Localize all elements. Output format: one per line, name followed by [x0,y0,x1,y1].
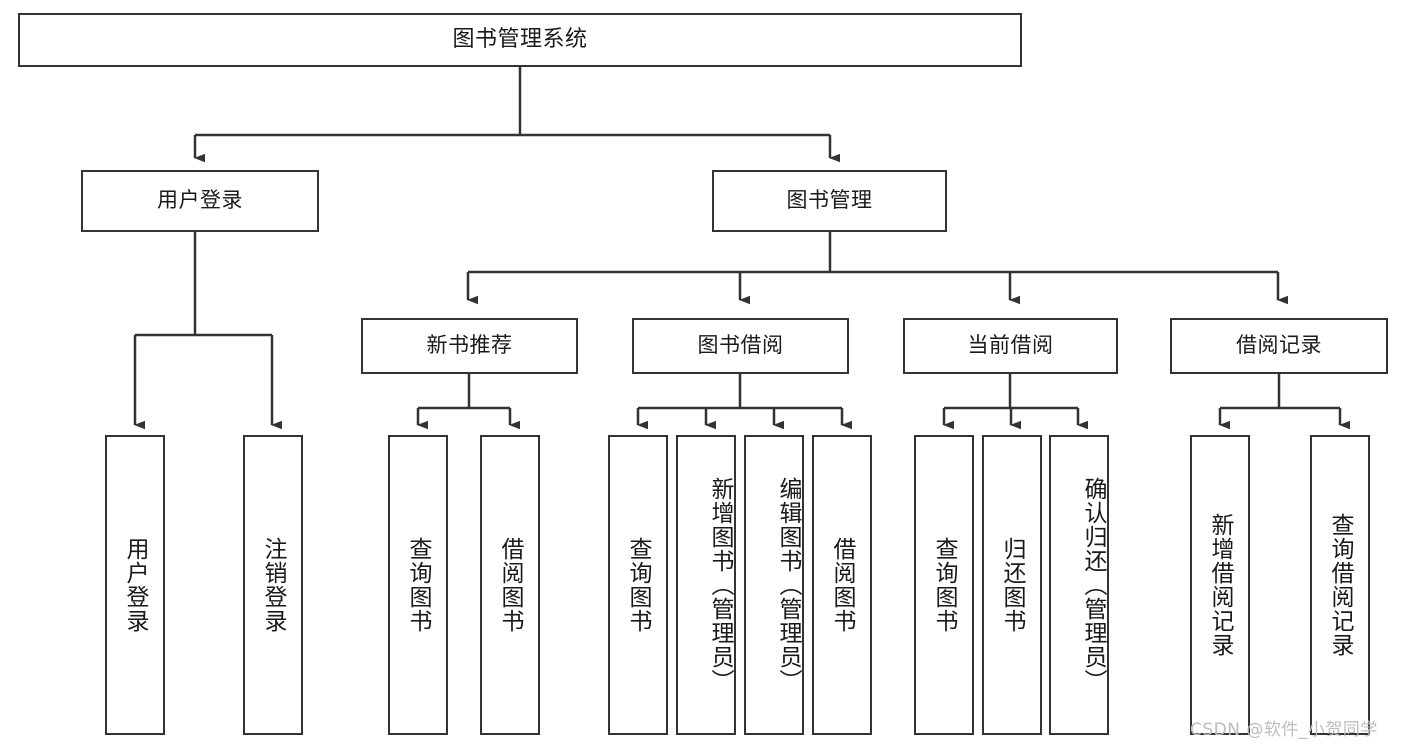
leaf-confirm-return-admin[interactable]: 确认归还（管理员） [1049,435,1109,735]
leaf-return-book[interactable]: 归还图书 [982,435,1042,735]
leaf-borrow-book[interactable]: 借阅图书 [812,435,872,735]
node-label: 用户登录 [122,537,149,633]
node-label: 查询图书 [625,537,652,633]
node-book-management[interactable]: 图书管理 [712,170,947,232]
node-label: 用户登录 [157,188,243,213]
node-current-borrow[interactable]: 当前借阅 [903,318,1118,374]
node-label: 借阅图书 [497,537,524,633]
node-label: 新增图书（管理员） [707,477,733,693]
node-borrow-record[interactable]: 借阅记录 [1170,318,1388,374]
node-label: 归还图书 [999,537,1026,633]
node-new-book-recommend[interactable]: 新书推荐 [361,318,578,374]
watermark-text: CSDN @软件_小贺同学 [1190,720,1378,740]
node-label: 借阅记录 [1236,333,1322,358]
node-label: 图书借阅 [697,333,784,358]
node-label: 注销登录 [260,537,287,633]
node-label: 新增借阅记录 [1207,513,1234,657]
leaf-add-book-admin[interactable]: 新增图书（管理员） [676,435,736,735]
node-label: 确认归还（管理员） [1080,477,1106,693]
node-label: 图书管理 [786,188,873,213]
node-label: 查询图书 [405,537,432,633]
leaf-query-borrow-record[interactable]: 查询借阅记录 [1310,435,1370,735]
node-label: 编辑图书（管理员） [775,477,801,693]
leaf-user-login[interactable]: 用户登录 [105,435,165,735]
leaf-edit-book-admin[interactable]: 编辑图书（管理员） [744,435,804,735]
leaf-add-borrow-record[interactable]: 新增借阅记录 [1190,435,1250,735]
node-label: 当前借阅 [967,333,1054,358]
node-label: 新书推荐 [426,333,513,358]
node-label: 查询借阅记录 [1327,513,1354,657]
leaf-borrow-book-recommend[interactable]: 借阅图书 [480,435,540,735]
node-book-borrow[interactable]: 图书借阅 [632,318,849,374]
node-label: 借阅图书 [829,537,856,633]
node-user-login[interactable]: 用户登录 [81,170,319,232]
leaf-query-book-borrow[interactable]: 查询图书 [608,435,668,735]
node-label: 图书管理系统 [452,26,588,52]
node-root-system[interactable]: 图书管理系统 [18,13,1022,67]
node-label: 查询图书 [931,537,958,633]
leaf-query-book-current[interactable]: 查询图书 [914,435,974,735]
leaf-query-book-recommend[interactable]: 查询图书 [388,435,448,735]
leaf-user-logout[interactable]: 注销登录 [243,435,303,735]
